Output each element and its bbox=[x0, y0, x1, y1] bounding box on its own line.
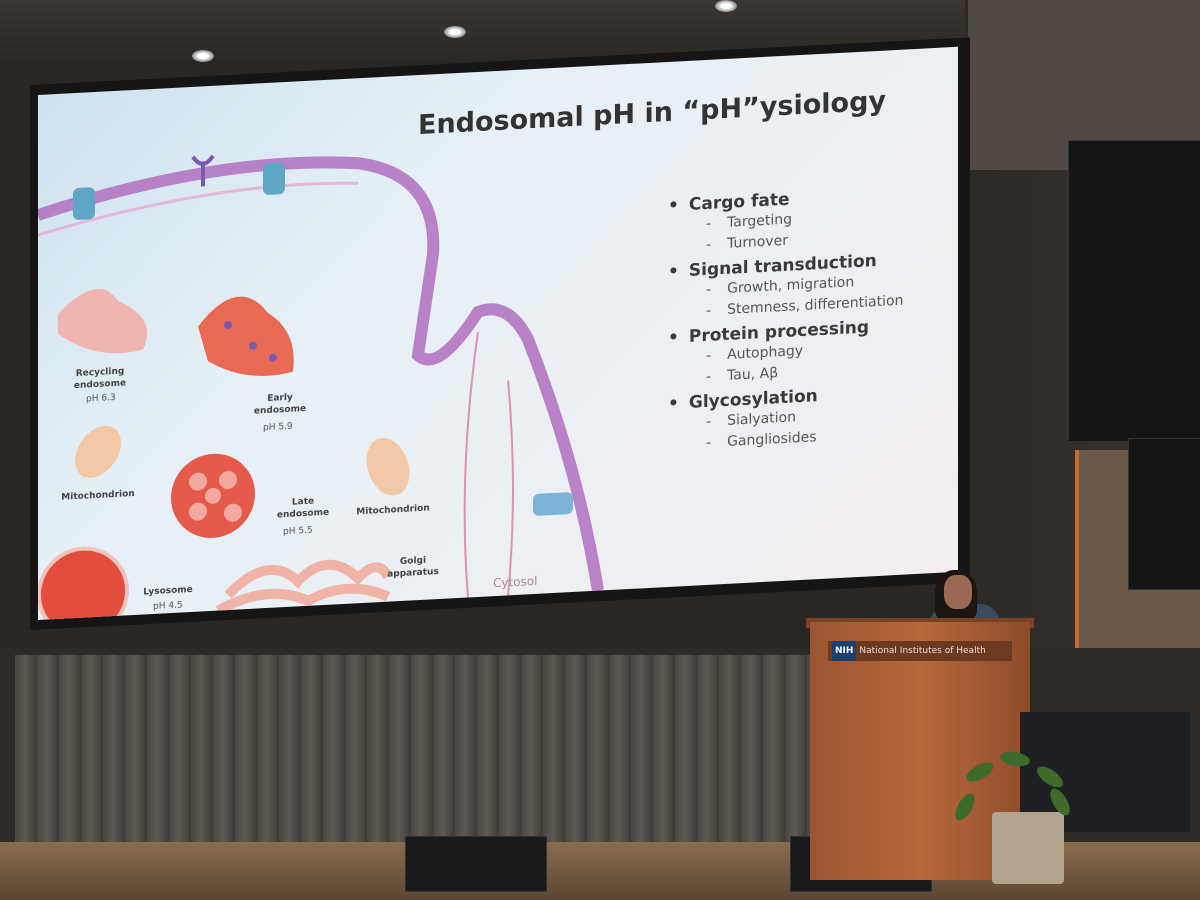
ceiling-light bbox=[444, 26, 466, 38]
cell-diagram bbox=[38, 154, 604, 620]
early-endosome-label: Early endosome bbox=[253, 392, 307, 417]
golgi-label: Golgi apparatus bbox=[387, 555, 439, 580]
early-endosome-ph: pH 5.9 bbox=[263, 421, 293, 434]
cytosol-label: Cytosol bbox=[493, 573, 538, 591]
recycling-endosome-ph: pH 6.3 bbox=[86, 392, 116, 405]
podium-sign-text: National Institutes of Health bbox=[859, 646, 986, 656]
presentation-slide: Recycling endosome pH 6.3 Early endosome… bbox=[38, 46, 958, 620]
wall-speaker bbox=[1068, 140, 1200, 442]
ceiling-light bbox=[192, 50, 214, 62]
late-endosome-ph: pH 5.5 bbox=[283, 525, 313, 538]
plant-pot bbox=[992, 812, 1064, 884]
nih-logo: NIH bbox=[832, 641, 857, 661]
stage-monitor-left bbox=[405, 836, 547, 892]
lysosome-ph: pH 4.5 bbox=[153, 600, 183, 612]
bullet-list: Cargo fate Targeting Turnover Signal tra… bbox=[668, 177, 948, 456]
equipment-rack bbox=[1128, 438, 1200, 590]
presenter-face bbox=[944, 575, 972, 609]
late-endosome-label: Late endosome bbox=[276, 496, 330, 521]
stage-curtain bbox=[15, 655, 835, 845]
ceiling-light bbox=[715, 0, 737, 12]
recycling-endosome-label: Recycling endosome bbox=[73, 366, 127, 392]
